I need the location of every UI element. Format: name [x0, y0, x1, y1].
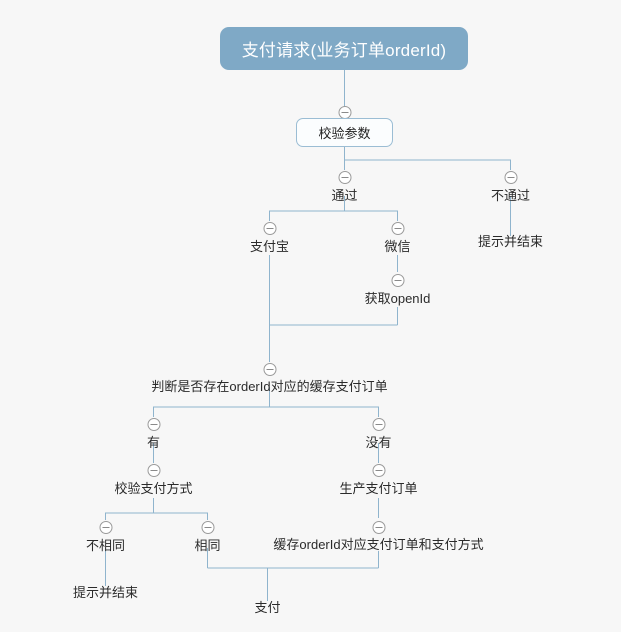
- node-payment-request-root[interactable]: 支付请求(业务订单orderId): [220, 27, 468, 70]
- node-get-openid[interactable]: 获取openId: [364, 291, 431, 306]
- collapse-toggle-has-not[interactable]: [372, 418, 385, 431]
- node-wechat[interactable]: 微信: [384, 239, 411, 254]
- node-same[interactable]: 相同: [194, 538, 221, 553]
- collapse-toggle-has[interactable]: [147, 418, 160, 431]
- edge-check-to-hasnot: [269, 406, 379, 417]
- node-not-same[interactable]: 不相同: [85, 538, 126, 553]
- collapse-toggle-get-openid[interactable]: [391, 274, 404, 287]
- node-pass[interactable]: 通过: [331, 188, 358, 203]
- edge-pass-to-wechat: [344, 210, 398, 221]
- node-create-pay-order[interactable]: 生产支付订单: [339, 481, 418, 496]
- collapse-toggle-check-cache-order[interactable]: [263, 363, 276, 376]
- collapse-toggle-wechat[interactable]: [391, 222, 404, 235]
- collapse-toggle-pass[interactable]: [338, 171, 351, 184]
- collapse-toggle-fail[interactable]: [504, 171, 517, 184]
- collapse-toggle-create-pay-order[interactable]: [372, 464, 385, 477]
- collapse-toggle-same[interactable]: [201, 521, 214, 534]
- collapse-toggle-verify-pay-method[interactable]: [147, 464, 160, 477]
- collapse-toggle-cache-order-and-method[interactable]: [372, 521, 385, 534]
- node-has-not[interactable]: 没有: [365, 435, 392, 450]
- collapse-toggle-not-same[interactable]: [99, 521, 112, 534]
- node-validate-params[interactable]: 校验参数: [296, 118, 393, 147]
- node-alipay[interactable]: 支付宝: [249, 239, 290, 254]
- edge-validate-split-right: [344, 147, 511, 170]
- node-verify-pay-method[interactable]: 校验支付方式: [114, 481, 193, 496]
- node-fail[interactable]: 不通过: [490, 188, 531, 203]
- node-pay[interactable]: 支付: [254, 600, 281, 615]
- node-not-same-prompt-and-end[interactable]: 提示并结束: [72, 585, 139, 600]
- edge-verify-to-same: [153, 512, 208, 520]
- node-cache-order-and-method[interactable]: 缓存orderId对应支付订单和支付方式: [273, 537, 484, 552]
- edge-verify-to-notsame: [105, 498, 154, 520]
- node-fail-prompt-and-end[interactable]: 提示并结束: [477, 234, 544, 249]
- node-has[interactable]: 有: [146, 435, 161, 450]
- node-check-cache-order[interactable]: 判断是否存在orderId对应的缓存支付订单: [151, 379, 388, 394]
- collapse-toggle-alipay[interactable]: [263, 222, 276, 235]
